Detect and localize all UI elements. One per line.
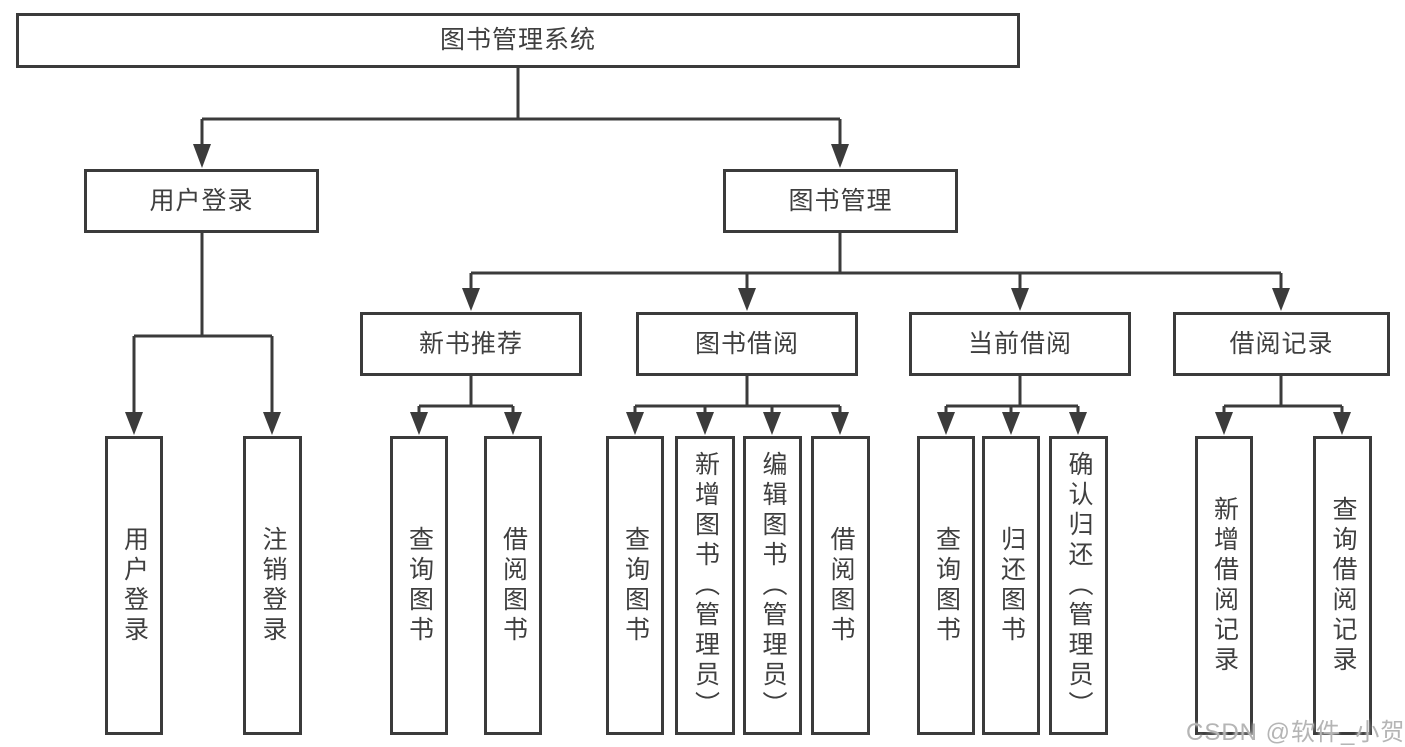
- leaf-edit-books-admin: 编辑图书（管理员）: [743, 436, 802, 735]
- leaf-label: 注销登录: [259, 525, 286, 646]
- leaf-confirm-return-admin: 确认归还（管理员）: [1049, 436, 1108, 735]
- node-library-management-system: 图书管理系统: [16, 13, 1020, 68]
- leaf-label: 借阅图书: [827, 525, 854, 646]
- leaf-add-books-admin: 新增图书（管理员）: [675, 436, 735, 735]
- leaf-borrow-books-recommend: 借阅图书: [484, 436, 542, 735]
- node-book-borrowing: 图书借阅: [636, 312, 858, 376]
- leaf-query-books-current: 查询图书: [917, 436, 975, 735]
- leaf-label: 查询图书: [405, 525, 433, 646]
- leaf-borrow-books: 借阅图书: [811, 436, 870, 735]
- node-book-management: 图书管理: [723, 169, 958, 233]
- node-current-borrowing: 当前借阅: [909, 312, 1131, 376]
- leaf-query-books-recommend: 查询图书: [390, 436, 448, 735]
- leaf-logout: 注销登录: [243, 436, 302, 735]
- node-borrowing-records: 借阅记录: [1173, 312, 1390, 376]
- leaf-add-borrow-record: 新增借阅记录: [1195, 436, 1253, 735]
- leaf-label: 查询图书: [621, 525, 649, 646]
- node-new-book-recommendation: 新书推荐: [360, 312, 582, 376]
- leaf-query-books-borrow: 查询图书: [606, 436, 664, 735]
- leaf-label: 查询借阅记录: [1329, 495, 1356, 676]
- leaf-label: 借阅图书: [499, 525, 527, 646]
- leaf-label: 用户登录: [120, 525, 148, 646]
- node-user-login: 用户登录: [84, 169, 319, 233]
- leaf-query-borrow-record: 查询借阅记录: [1313, 436, 1372, 735]
- leaf-label: 新增借阅记录: [1210, 495, 1238, 676]
- leaf-label: 归还图书: [997, 525, 1025, 646]
- leaf-label: 编辑图书（管理员）: [759, 450, 786, 721]
- leaf-label: 新增图书（管理员）: [691, 450, 719, 721]
- leaf-label: 确认归还（管理员）: [1065, 450, 1092, 721]
- leaf-user-login: 用户登录: [105, 436, 163, 735]
- leaf-return-books: 归还图书: [982, 436, 1040, 735]
- leaf-label: 查询图书: [932, 525, 960, 646]
- arrowheads: [125, 144, 1351, 435]
- csdn-watermark: CSDN @软件_小贺同学: [1186, 719, 1405, 746]
